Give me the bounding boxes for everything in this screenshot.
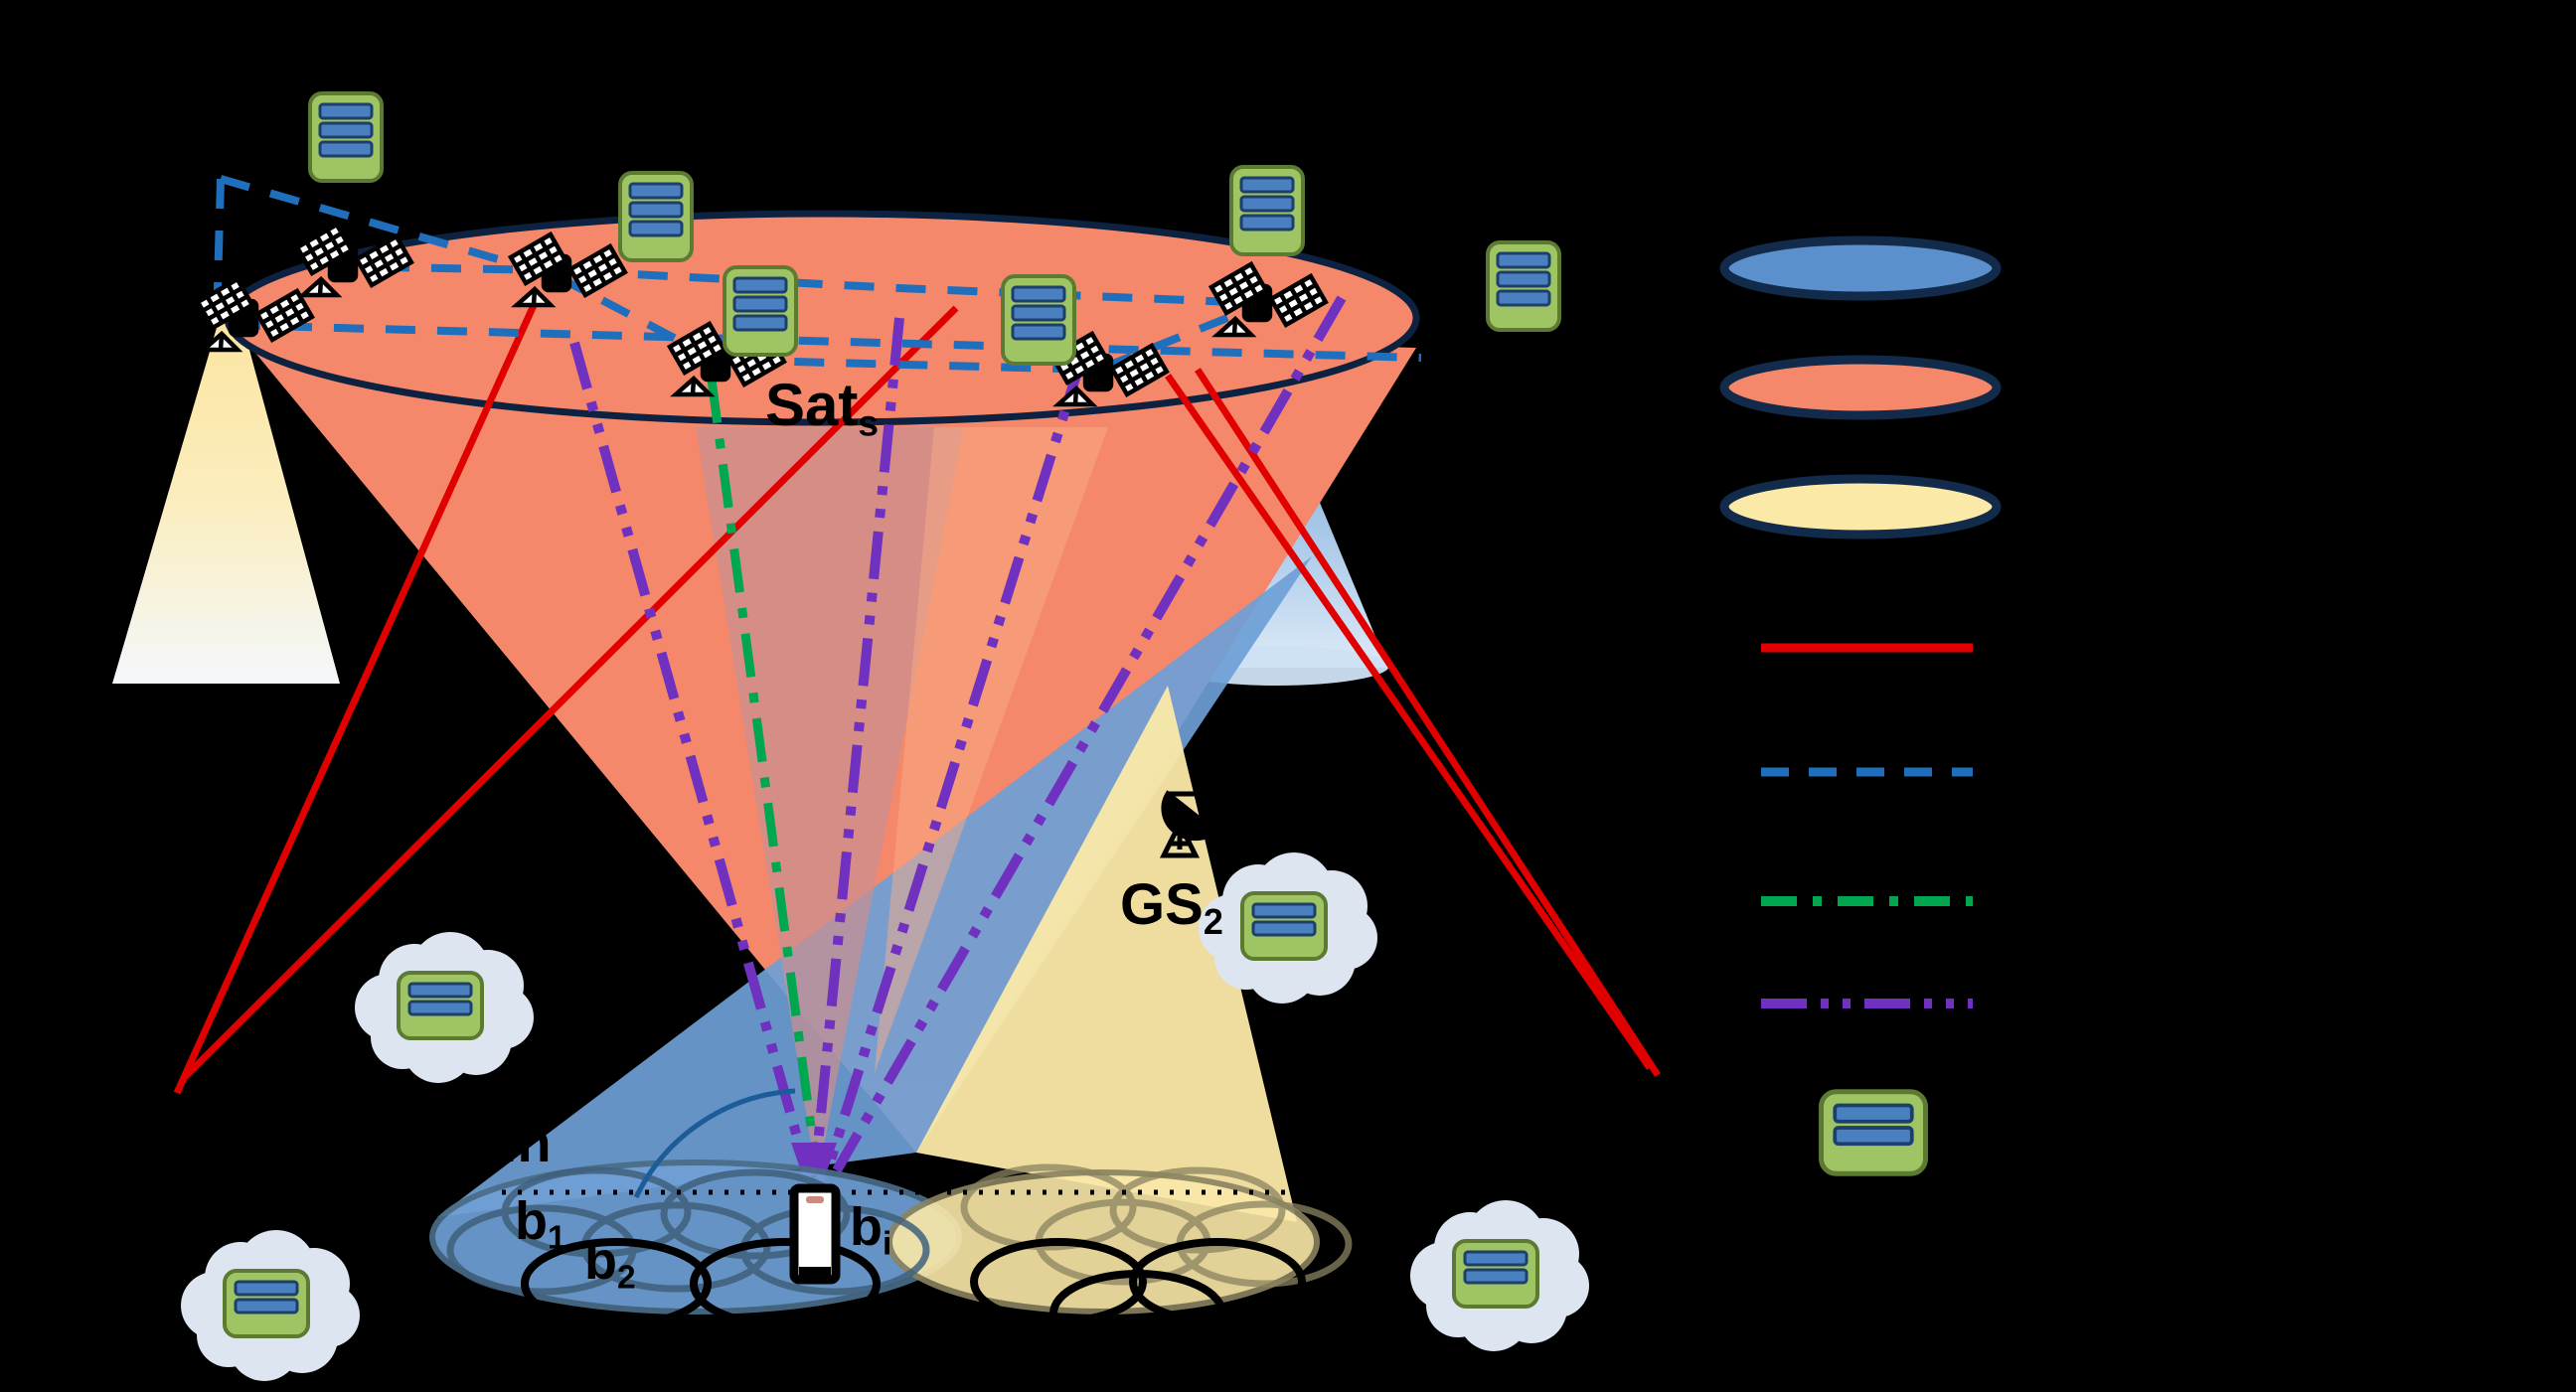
server-icon bbox=[1452, 1239, 1539, 1309]
legend-swatch-coverage-footprint bbox=[1719, 474, 2002, 540]
user-beam-3 bbox=[822, 351, 1088, 1174]
server-icon-center-left[interactable] bbox=[723, 265, 798, 357]
ground-station-dish-1[interactable] bbox=[535, 953, 586, 1014]
user-beam-2 bbox=[810, 317, 904, 1175]
server-icon bbox=[1240, 891, 1328, 961]
isl-chain-cross bbox=[555, 272, 1259, 375]
yellow-service-cone-right bbox=[916, 686, 1297, 1222]
legend-swatch-orbital-shell bbox=[1719, 235, 2002, 301]
feeder-link-1 bbox=[173, 301, 539, 1095]
feeder-link-2 bbox=[181, 305, 959, 1081]
isl-chain-upper bbox=[327, 262, 1258, 307]
user-beam-arrowheads bbox=[791, 1143, 837, 1188]
user-beam-4 bbox=[832, 295, 1347, 1173]
inter-satellite-links bbox=[213, 175, 1422, 375]
yellow-coverage-cone-left bbox=[112, 280, 340, 684]
user-beam-links bbox=[569, 295, 1347, 1175]
server-icon bbox=[223, 1269, 310, 1338]
salmon-side-beam-cone bbox=[875, 427, 1108, 1073]
legend-swatches bbox=[1719, 235, 2002, 1174]
feeder-links bbox=[173, 301, 1661, 1095]
label-beam-i: bi bbox=[850, 1197, 892, 1263]
server-icon-far-right[interactable] bbox=[1486, 240, 1561, 332]
server-icon bbox=[397, 971, 484, 1040]
feeder-link-3 bbox=[1165, 374, 1653, 1070]
server-icon-upper-mid[interactable] bbox=[618, 171, 694, 262]
label-beam-1: b1 bbox=[515, 1191, 566, 1257]
cloud-server-gs1[interactable] bbox=[355, 932, 534, 1083]
user-beam-1 bbox=[569, 341, 812, 1174]
server-icon-upper-right[interactable] bbox=[1229, 165, 1305, 256]
feeder-link-4 bbox=[1195, 368, 1661, 1077]
cloud-server-gs2[interactable] bbox=[1199, 852, 1377, 1004]
control-link-sat-to-ut bbox=[707, 379, 822, 1173]
server-icon-center-mid[interactable] bbox=[1001, 274, 1076, 366]
control-links bbox=[707, 379, 822, 1173]
cloud-server-bottom-right[interactable] bbox=[1410, 1200, 1589, 1351]
elevation-angle-arc bbox=[633, 1088, 796, 1199]
salmon-inner-beam-cone bbox=[696, 427, 964, 1180]
isl-chain-main bbox=[230, 321, 1422, 362]
isl-top-left-diag bbox=[219, 175, 559, 280]
server-icon-top-left[interactable] bbox=[308, 91, 384, 183]
beam-cells-yellow-front bbox=[970, 1238, 1306, 1357]
label-beam-2: b2 bbox=[584, 1231, 636, 1297]
label-satellite-constellation: Sats bbox=[765, 372, 880, 444]
cloud-server-bottom-left[interactable] bbox=[181, 1230, 360, 1381]
legend-swatch-constellation-plane bbox=[1719, 355, 2002, 420]
beam-cells-blue-front bbox=[521, 1238, 881, 1329]
label-ground-station-2: GS2 bbox=[1120, 872, 1223, 943]
label-elevation-angle: min bbox=[452, 1111, 552, 1173]
user-terminal-phone-icon[interactable] bbox=[794, 1188, 836, 1280]
legend-swatch-edge-server bbox=[1822, 1092, 1926, 1174]
